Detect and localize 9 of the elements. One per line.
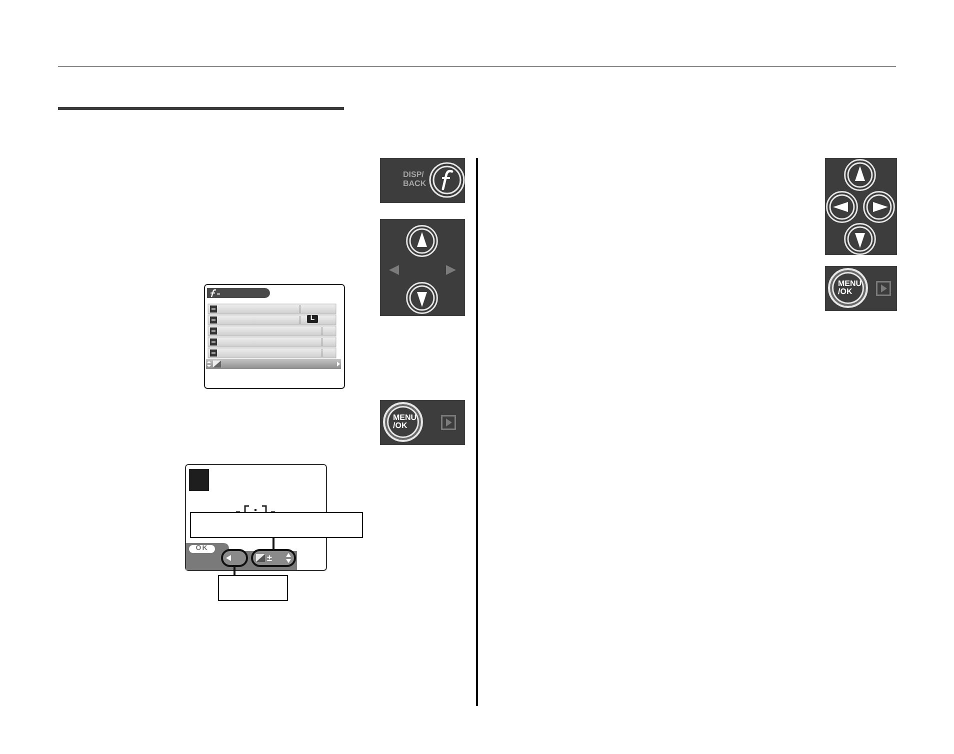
plus-minus-sign: ± [267, 553, 272, 563]
menu-ok-button: MENU /OK [828, 268, 868, 308]
button-label: DISP/ BACK [403, 170, 427, 188]
callout-box [218, 575, 288, 601]
callout-box [190, 512, 363, 538]
menu-ok-button: MENU /OK [383, 402, 423, 442]
leader-line [234, 567, 236, 575]
leader-line [272, 538, 274, 549]
highlight-outline [251, 549, 296, 567]
